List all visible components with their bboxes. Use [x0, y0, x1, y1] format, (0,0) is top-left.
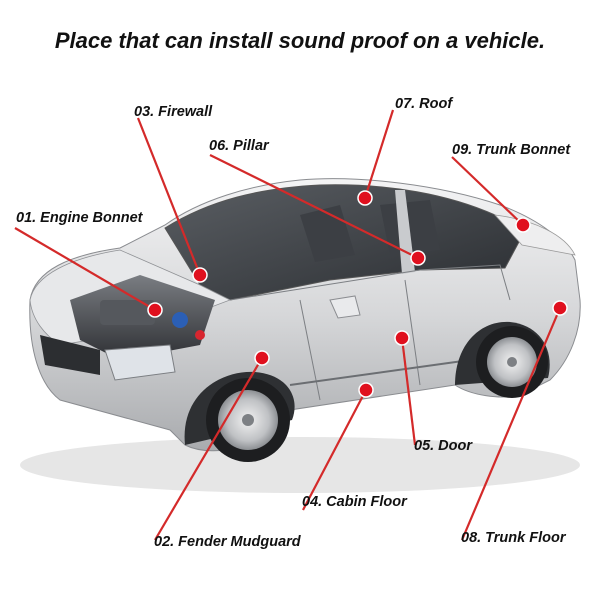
page-title: Place that can install sound proof on a … — [54, 28, 546, 53]
leader-04 — [302, 389, 367, 511]
leader-05 — [400, 337, 417, 446]
dot-05 — [394, 330, 410, 346]
label-door: 05. Door — [414, 438, 473, 454]
label-fender-mudguard: 02. Fender Mudguard — [154, 534, 301, 550]
dot-02 — [254, 350, 270, 366]
dot-08 — [552, 300, 568, 316]
label-engine-bonnet: 01. Engine Bonnet — [16, 210, 143, 226]
headlight — [104, 344, 176, 381]
dot-07 — [357, 190, 373, 206]
dot-01 — [147, 302, 163, 318]
label-trunk-floor: 08. Trunk Floor — [461, 530, 566, 546]
callout-dots — [147, 190, 568, 398]
dot-03 — [192, 267, 208, 283]
leader-03 — [136, 117, 202, 276]
leader-08 — [460, 307, 562, 541]
grille — [40, 335, 100, 375]
belt-line — [229, 264, 511, 301]
ground-shadow — [20, 437, 580, 493]
door-seam-front — [299, 299, 321, 401]
leader-02 — [154, 357, 263, 541]
leader-09 — [451, 156, 524, 226]
leader-01 — [14, 227, 156, 311]
leader-07 — [363, 109, 395, 199]
engine-block — [100, 300, 155, 325]
leader-lines — [14, 109, 562, 541]
reservoir-cap — [172, 312, 188, 328]
dot-06 — [410, 250, 426, 266]
label-trunk-bonnet: 09. Trunk Bonnet — [452, 142, 571, 158]
front-wheel — [206, 378, 290, 462]
seat-rear — [380, 200, 440, 255]
dot-09 — [515, 217, 531, 233]
label-pillar: 06. Pillar — [209, 138, 269, 154]
side-mirror — [329, 295, 361, 319]
leader-06 — [209, 154, 419, 259]
trunk-lid — [493, 214, 576, 256]
label-firewall: 03. Firewall — [134, 104, 213, 120]
label-roof: 07. Roof — [395, 96, 453, 112]
rocker-line — [289, 359, 471, 386]
label-cabin-floor: 04. Cabin Floor — [302, 494, 407, 510]
engine-cap — [195, 330, 205, 340]
dot-04 — [358, 382, 374, 398]
